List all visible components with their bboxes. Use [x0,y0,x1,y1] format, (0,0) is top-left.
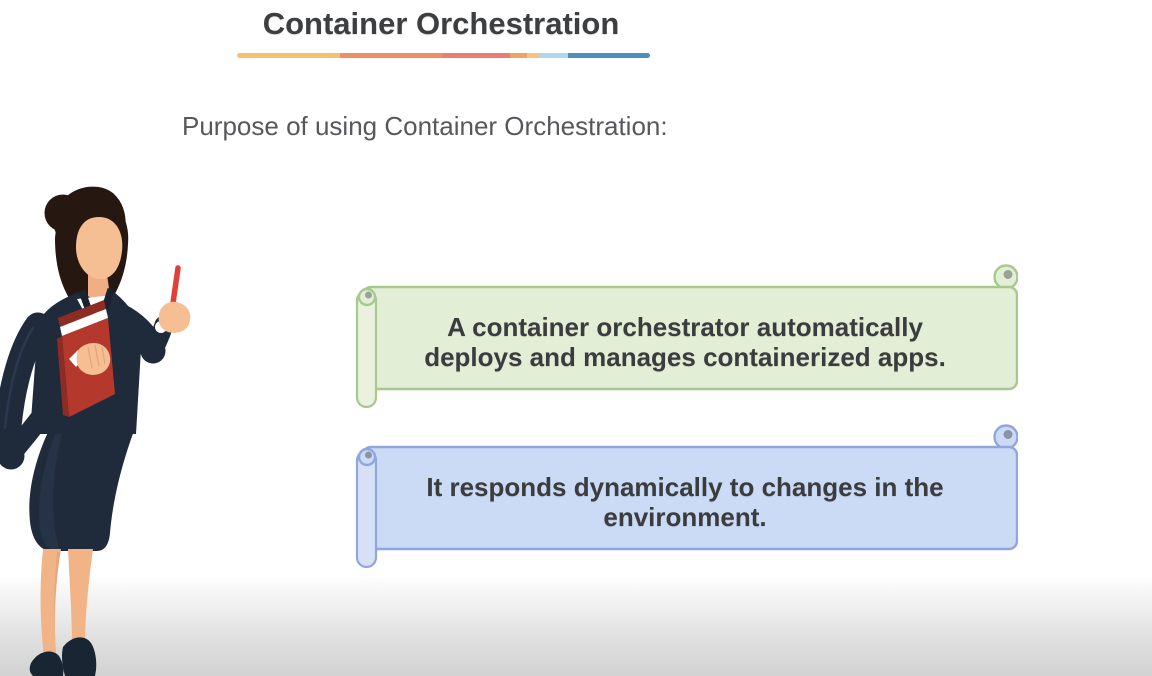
skirt [29,428,136,551]
underline-segment [340,53,443,58]
shoes [29,637,97,676]
presenter-illustration [0,176,205,676]
left-hand [76,342,111,375]
scroll-banner-graphic [355,264,1018,409]
page-title: Container Orchestration [262,6,620,41]
callout-text-line: It responds dynamically to changes in th… [426,472,944,502]
right-hand [158,301,191,333]
callout-banner-1: A container orchestrator automatically d… [353,264,1018,409]
underline-segment [442,53,511,58]
scroll-banner-graphic [355,424,1018,569]
underline-segment [568,53,650,58]
callout-text: It responds dynamically to changes in th… [379,448,991,548]
hair-front [52,186,126,290]
underline-segment [540,53,569,58]
callout-text-line: environment. [603,502,767,532]
callout-text-line: deploys and manages containerized apps. [424,342,946,372]
callout-banner-2: It responds dynamically to changes in th… [353,424,1018,569]
title-underline [237,53,650,58]
underline-segment [510,53,528,58]
legs [40,549,93,666]
callout-text: A container orchestrator automatically d… [379,288,991,388]
callout-text-line: A container orchestrator automatically [447,312,923,342]
face [76,217,123,279]
underline-segment [237,53,341,58]
presenter-figure-graphic [0,186,191,676]
book [57,300,115,417]
underline-segment [527,53,541,58]
slide-subtitle: Purpose of using Container Orchestration… [182,111,668,141]
